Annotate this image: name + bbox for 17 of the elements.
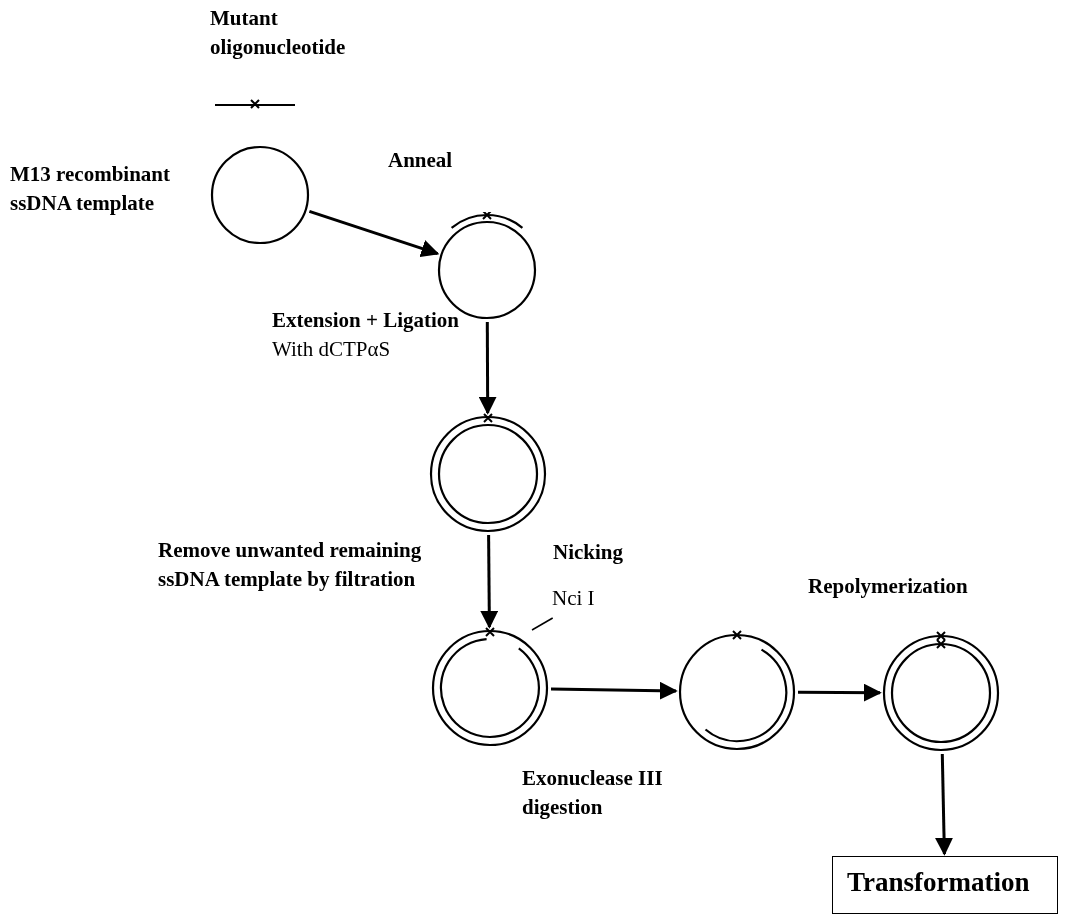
text-label: Nicking — [553, 539, 624, 566]
leader-line — [531, 617, 554, 631]
edge-label: Remove unwanted remaining ssDNA template by filtration — [158, 537, 423, 593]
arrow — [935, 753, 954, 856]
arrow — [550, 681, 678, 700]
edge-label: Anneal — [388, 147, 454, 174]
arrow — [308, 209, 440, 258]
edge-label: Repolymerization — [808, 573, 969, 600]
process-box: Transformation — [832, 856, 1058, 914]
arrow — [798, 683, 882, 702]
edge-label: Exonuclease III digestion — [522, 765, 664, 821]
arrow — [478, 322, 497, 415]
arrow — [480, 535, 499, 629]
text-label: Mutant oligonucleotide — [210, 5, 347, 61]
enzyme-label: Nci I — [552, 586, 612, 616]
edge-label: Extension + Ligation With dCTPαS — [272, 307, 460, 363]
step-label: M13 recombinant ssDNA template — [10, 161, 171, 217]
